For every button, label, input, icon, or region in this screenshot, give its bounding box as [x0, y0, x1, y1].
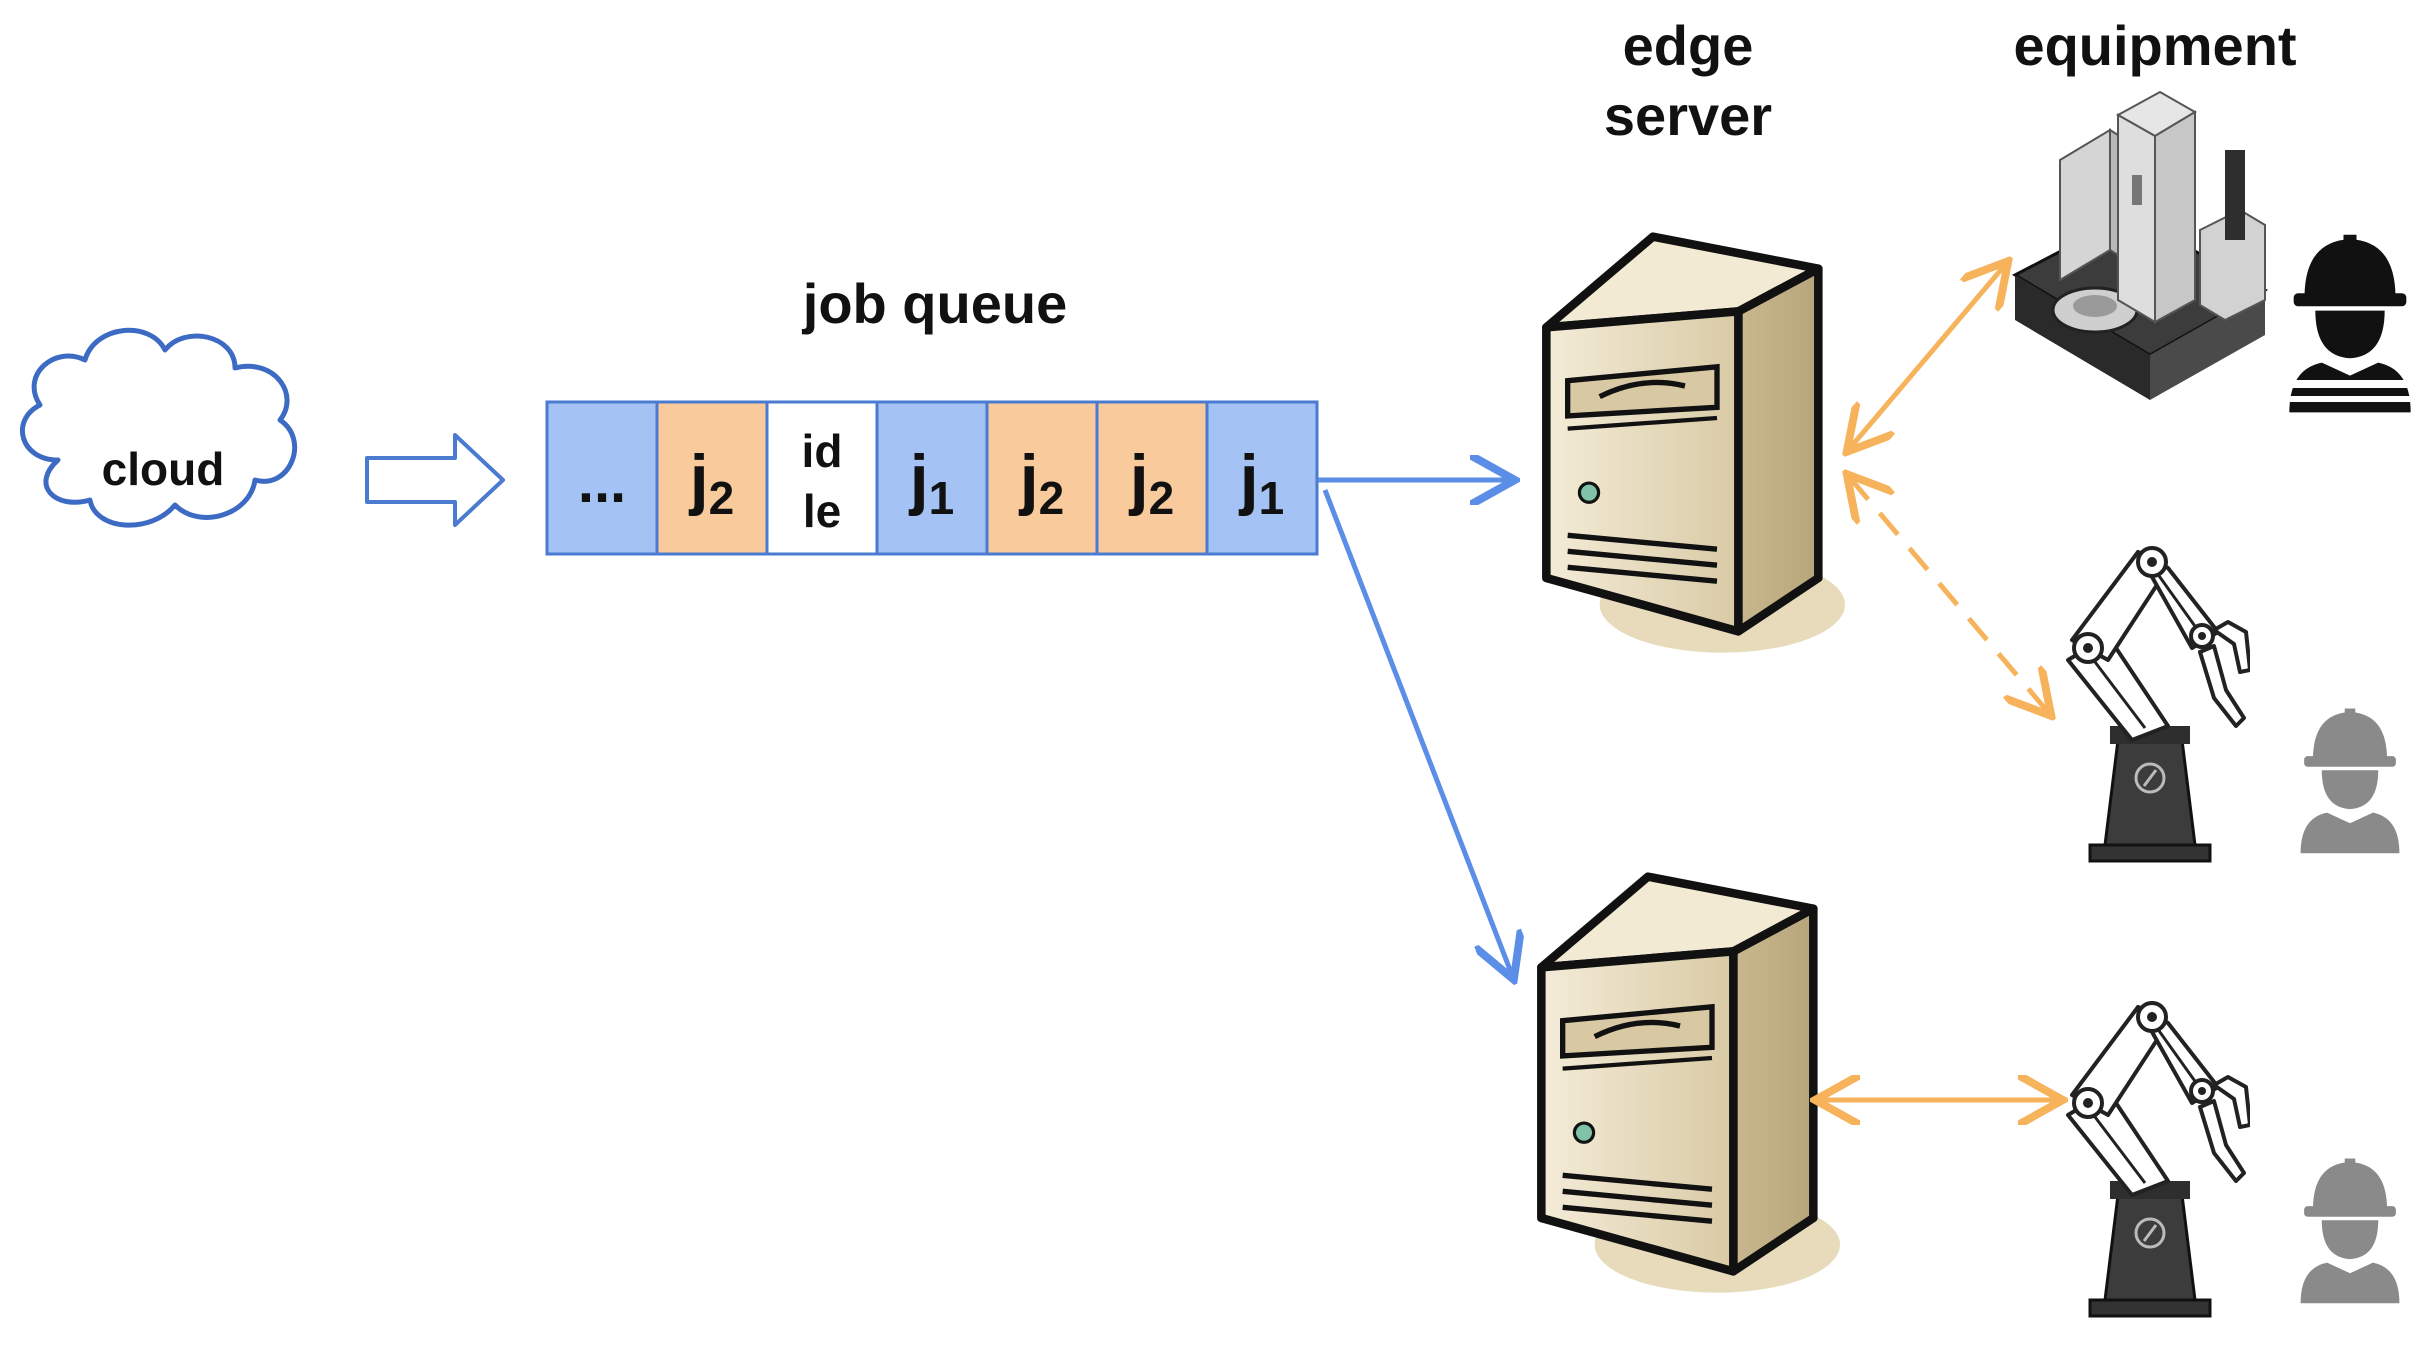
cloud-node: cloud [20, 327, 298, 528]
queue-cell-label: ... [578, 450, 626, 515]
link-arrow-robot-dashed [1850, 478, 2048, 712]
robot-arm-icon [2066, 1001, 2250, 1318]
queue-cell [1205, 400, 1319, 556]
queue-cell [1095, 400, 1209, 556]
queue-cell-label: id [802, 425, 843, 477]
cloud-icon [20, 327, 298, 528]
queue-cell [985, 400, 1099, 556]
queue-cell-subscript: 2 [1039, 472, 1065, 524]
server-icon [1546, 237, 1845, 653]
worker-vest-stripe [2290, 396, 2410, 402]
queue-cell-subscript: 1 [929, 472, 955, 524]
dispatch-arrow-bottom [1322, 489, 1512, 975]
job-queue-title: job queue [802, 272, 1067, 335]
queue-cell-subscript: 2 [1149, 472, 1175, 524]
server-icon [1541, 877, 1840, 1293]
cloud-label: cloud [102, 443, 225, 495]
queue-cell-subscript: 1 [1259, 472, 1285, 524]
worker-icon [2300, 1158, 2400, 1304]
worker-icon [2300, 708, 2400, 854]
link-arrow-cnc [1850, 265, 2005, 448]
queue-cell-subscript: 2 [709, 472, 735, 524]
queue-cell [545, 400, 659, 556]
hollow-arrow-icon [365, 433, 505, 527]
equipment-title: equipment [2013, 14, 2296, 77]
edge-server-title-line1: edge [1623, 14, 1754, 77]
worker-vest-stripe [2290, 380, 2410, 388]
queue-cell [875, 400, 989, 556]
queue-cell [655, 400, 769, 556]
robot-arm-icon [2066, 546, 2250, 863]
cnc-machine-icon [2011, 90, 2269, 400]
queue-cell-label: le [803, 485, 841, 537]
edge-server-title-line2: server [1604, 84, 1772, 147]
